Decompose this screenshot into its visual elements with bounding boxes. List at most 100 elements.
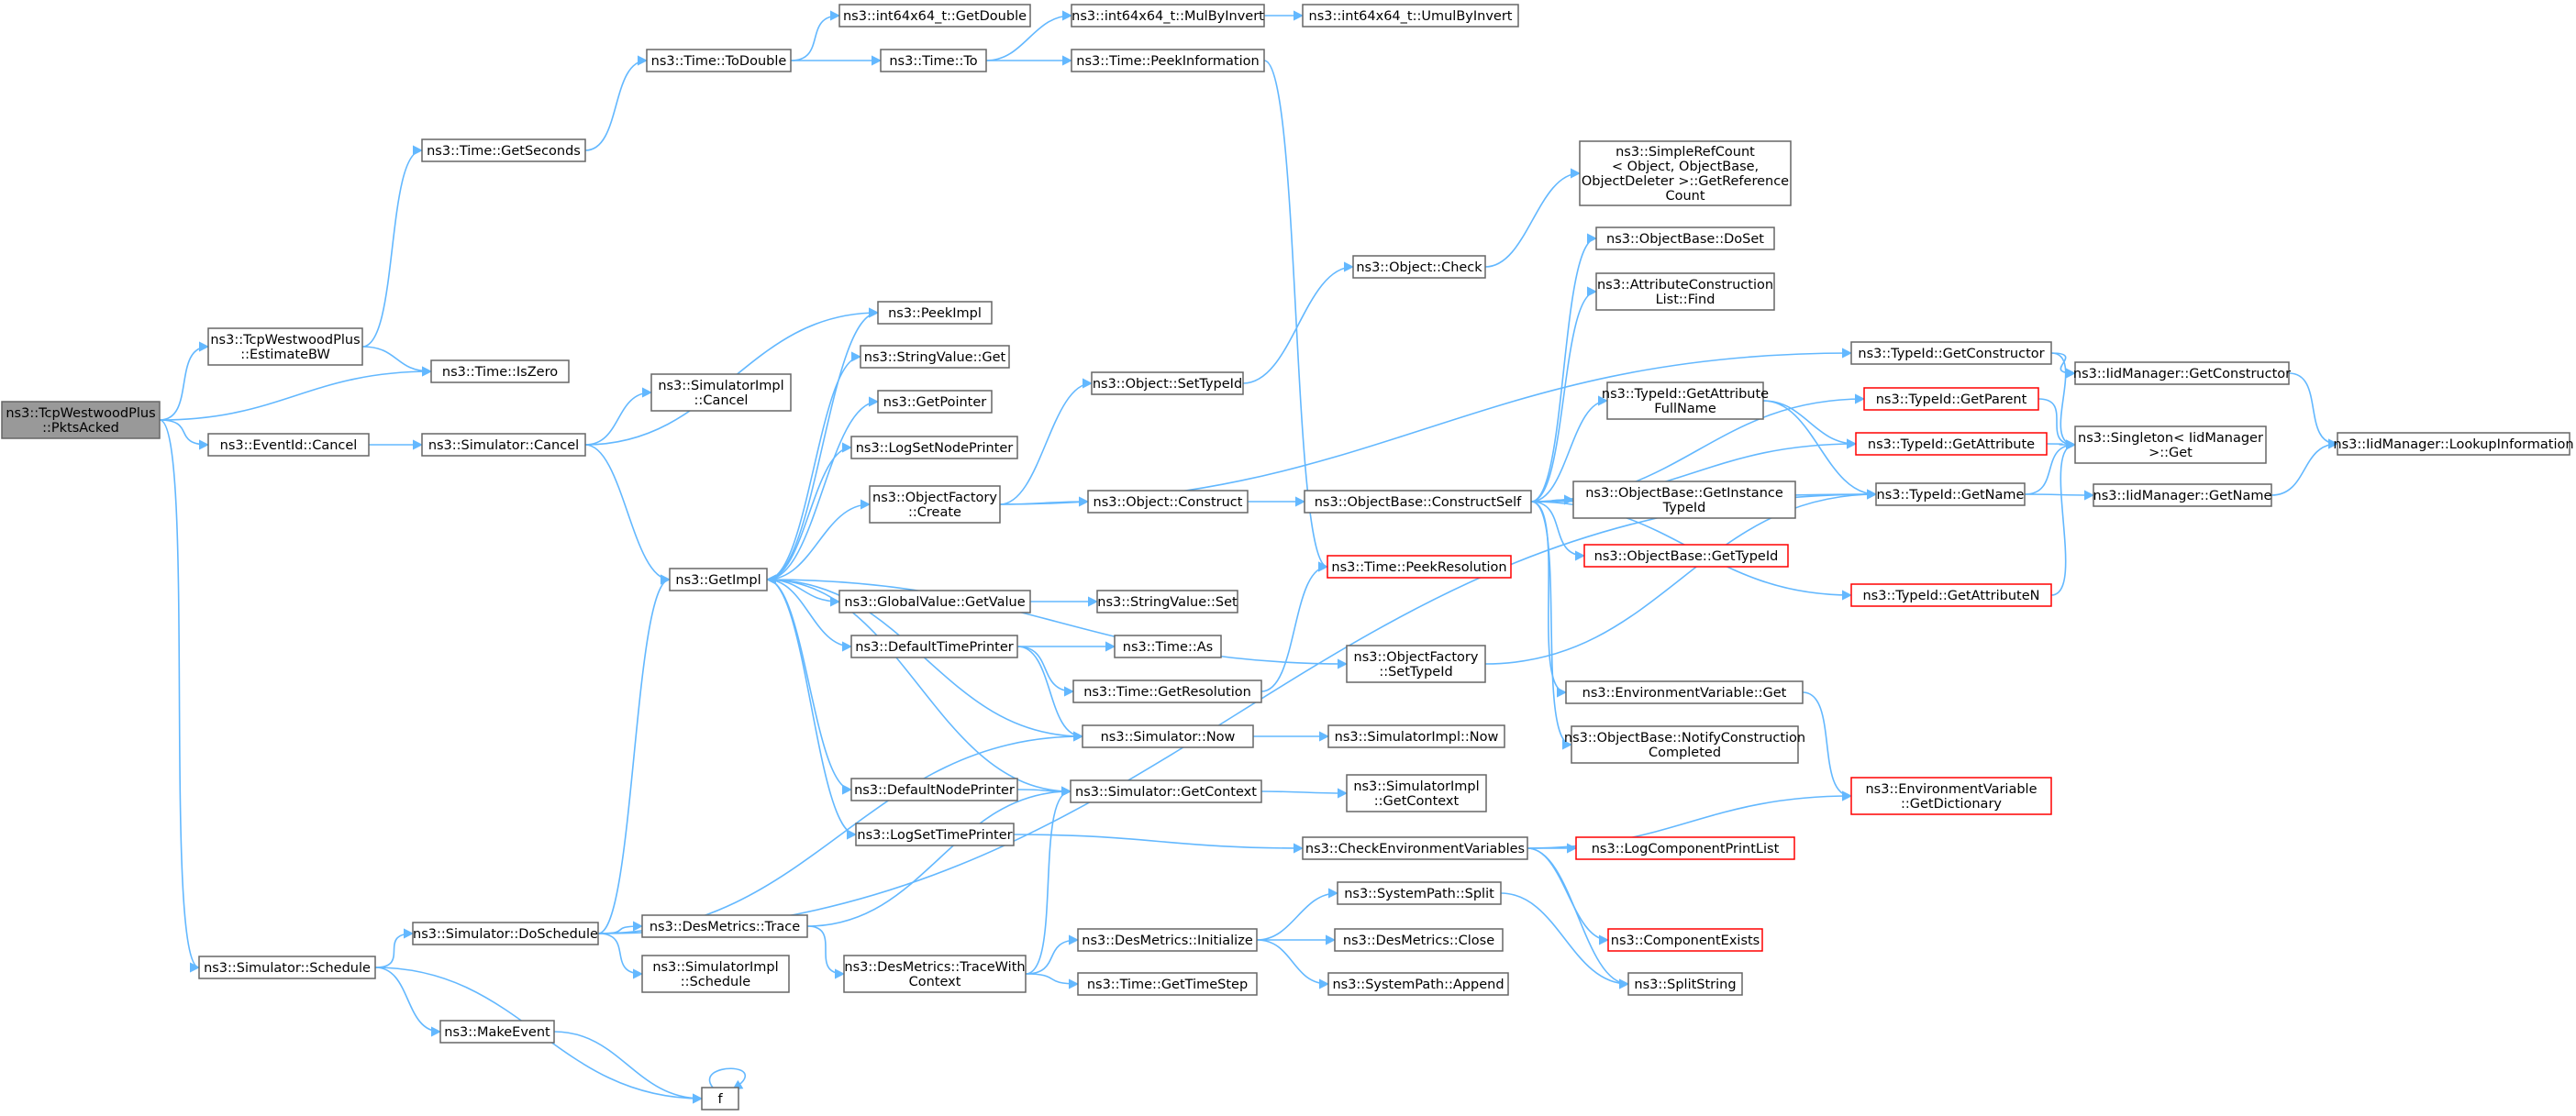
node-box[interactable] bbox=[1572, 481, 1796, 519]
node-box[interactable] bbox=[1096, 590, 1238, 613]
node-logsettimeprinter[interactable]: ns3::LogSetTimePrinter bbox=[855, 823, 1015, 846]
node-objectbase-doset[interactable]: ns3::ObjectBase::DoSet bbox=[1595, 227, 1775, 250]
node-box[interactable] bbox=[1850, 341, 2052, 365]
node-typeid-getattributen[interactable]: ns3::TypeId::GetAttributeN bbox=[1850, 583, 2052, 607]
node-time-as[interactable]: ns3::Time::As bbox=[1114, 635, 1222, 658]
node-stringvalue-get[interactable]: ns3::StringValue::Get bbox=[860, 345, 1010, 369]
node-objectfactory-settypeid[interactable]: ns3::ObjectFactory::SetTypeId bbox=[1346, 645, 1486, 683]
node-simimpl-now[interactable]: ns3::SimulatorImpl::Now bbox=[1327, 724, 1505, 748]
node-box[interactable] bbox=[1595, 227, 1775, 250]
node-box[interactable] bbox=[869, 485, 1001, 524]
node-objectfactory-create[interactable]: ns3::ObjectFactory::Create bbox=[869, 485, 1001, 524]
node-box[interactable] bbox=[421, 433, 586, 457]
node-logsetnodeprinter[interactable]: ns3::LogSetNodePrinter bbox=[850, 436, 1018, 459]
node-box[interactable] bbox=[1334, 928, 1504, 952]
node-object-check[interactable]: ns3::Object::Check bbox=[1352, 255, 1486, 279]
node-time-peekresolution[interactable]: ns3::Time::PeekResolution bbox=[1327, 555, 1512, 579]
node-getimpl[interactable]: ns3::GetImpl bbox=[669, 568, 768, 591]
node-objectbase-gettypeid[interactable]: ns3::ObjectBase::GetTypeId bbox=[1583, 544, 1789, 568]
node-box[interactable] bbox=[430, 359, 570, 383]
node-envvar-get[interactable]: ns3::EnvironmentVariable::Get bbox=[1565, 680, 1804, 704]
node-desmetrics-initialize[interactable]: ns3::DesMetrics::Initialize bbox=[1077, 928, 1258, 952]
node-iidmanager-getconstructor[interactable]: ns3::IidManager::GetConstructor bbox=[2073, 361, 2291, 385]
node-int64-getdouble[interactable]: ns3::int64x64_t::GetDouble bbox=[838, 4, 1031, 28]
node-object-settypeid[interactable]: ns3::Object::SetTypeId bbox=[1091, 371, 1244, 395]
node-time-getseconds[interactable]: ns3::Time::GetSeconds bbox=[421, 138, 586, 162]
node-f[interactable]: f bbox=[701, 1087, 739, 1110]
node-box[interactable] bbox=[1327, 555, 1512, 579]
node-box[interactable] bbox=[2093, 483, 2272, 507]
node-systempath-split[interactable]: ns3::SystemPath::Split bbox=[1337, 881, 1502, 905]
node-box[interactable] bbox=[1627, 972, 1743, 996]
node-box[interactable] bbox=[855, 823, 1015, 846]
node-int64-mulbyinvert[interactable]: ns3::int64x64_t::MulByInvert bbox=[1071, 4, 1265, 28]
node-systempath-append[interactable]: ns3::SystemPath::Append bbox=[1327, 972, 1509, 996]
node-peekimpl[interactable]: ns3::PeekImpl bbox=[877, 301, 993, 325]
node-simplerefcount[interactable]: ns3::SimpleRefCount< Object, ObjectBase,… bbox=[1579, 140, 1792, 206]
node-box[interactable] bbox=[877, 301, 993, 325]
node-box[interactable] bbox=[1072, 680, 1262, 703]
node-box[interactable] bbox=[1071, 4, 1265, 28]
node-box[interactable] bbox=[1607, 928, 1763, 952]
node-box[interactable] bbox=[1346, 645, 1486, 683]
node-typeid-getparent[interactable]: ns3::TypeId::GetParent bbox=[1863, 387, 2039, 411]
node-simimpl-getcontext[interactable]: ns3::SimulatorImpl::GetContext bbox=[1346, 774, 1487, 812]
node-time-iszero[interactable]: ns3::Time::IsZero bbox=[430, 359, 570, 383]
node-box[interactable] bbox=[1327, 724, 1505, 748]
node-box[interactable] bbox=[421, 138, 586, 162]
node-box[interactable] bbox=[838, 4, 1031, 28]
node-box[interactable] bbox=[1077, 928, 1258, 952]
node-box[interactable] bbox=[650, 373, 792, 412]
node-time-to[interactable]: ns3::Time::To bbox=[880, 49, 987, 72]
node-box[interactable] bbox=[2337, 432, 2570, 456]
node-box[interactable] bbox=[2074, 361, 2290, 385]
node-box[interactable] bbox=[877, 390, 993, 414]
node-box[interactable] bbox=[1327, 972, 1509, 996]
node-box[interactable] bbox=[880, 49, 987, 72]
node-box[interactable] bbox=[207, 433, 370, 457]
node-box[interactable] bbox=[641, 955, 790, 993]
node-box[interactable] bbox=[1850, 583, 2052, 607]
node-root[interactable]: ns3::TcpWestwoodPlus::PktsAcked bbox=[1, 401, 161, 439]
node-logcomponentprintlist[interactable]: ns3::LogComponentPrintList bbox=[1575, 836, 1795, 860]
node-object-construct[interactable]: ns3::Object::Construct bbox=[1087, 490, 1249, 514]
node-desmetrics-trace[interactable]: ns3::DesMetrics::Trace bbox=[641, 914, 808, 938]
node-box[interactable] bbox=[1, 401, 161, 439]
node-box[interactable] bbox=[838, 590, 1031, 613]
node-box[interactable] bbox=[1077, 972, 1258, 996]
node-box[interactable] bbox=[1082, 724, 1254, 748]
node-box[interactable] bbox=[1091, 371, 1244, 395]
node-box[interactable] bbox=[207, 327, 363, 366]
node-typeid-getconstructor[interactable]: ns3::TypeId::GetConstructor bbox=[1850, 341, 2052, 365]
node-box[interactable] bbox=[1606, 381, 1764, 420]
node-box[interactable] bbox=[1071, 49, 1265, 72]
node-box[interactable] bbox=[1346, 774, 1487, 812]
node-makeevent[interactable]: ns3::MakeEvent bbox=[439, 1020, 555, 1044]
node-box[interactable] bbox=[1579, 140, 1792, 206]
node-box[interactable] bbox=[1070, 779, 1262, 803]
node-box[interactable] bbox=[1304, 490, 1532, 514]
node-box[interactable] bbox=[1595, 272, 1775, 311]
node-box[interactable] bbox=[2074, 425, 2267, 464]
node-box[interactable] bbox=[1087, 490, 1249, 514]
node-box[interactable] bbox=[641, 914, 808, 938]
node-box[interactable] bbox=[1855, 432, 2048, 456]
node-iidmanager-lookupinformation[interactable]: ns3::IidManager::LookupInformation bbox=[2333, 432, 2574, 456]
node-box[interactable] bbox=[1863, 387, 2039, 411]
node-box[interactable] bbox=[1352, 255, 1486, 279]
node-box[interactable] bbox=[850, 778, 1018, 801]
node-checkenvvars[interactable]: ns3::CheckEnvironmentVariables bbox=[1302, 836, 1528, 860]
node-sim-cancel[interactable]: ns3::Simulator::Cancel bbox=[421, 433, 586, 457]
node-defaultnodeprinter[interactable]: ns3::DefaultNodePrinter bbox=[850, 778, 1018, 801]
node-box[interactable] bbox=[1337, 881, 1502, 905]
node-time-gettimestep[interactable]: ns3::Time::GetTimeStep bbox=[1077, 972, 1258, 996]
node-box[interactable] bbox=[412, 922, 599, 945]
node-objectbase-notifyconstructioncompleted[interactable]: ns3::ObjectBase::NotifyConstructionCompl… bbox=[1564, 725, 1805, 764]
node-box[interactable] bbox=[850, 635, 1018, 658]
node-estimatebw[interactable]: ns3::TcpWestwoodPlus::EstimateBW bbox=[207, 327, 363, 366]
node-int64-umulbyinvert[interactable]: ns3::int64x64_t::UmulByInvert bbox=[1302, 4, 1519, 28]
